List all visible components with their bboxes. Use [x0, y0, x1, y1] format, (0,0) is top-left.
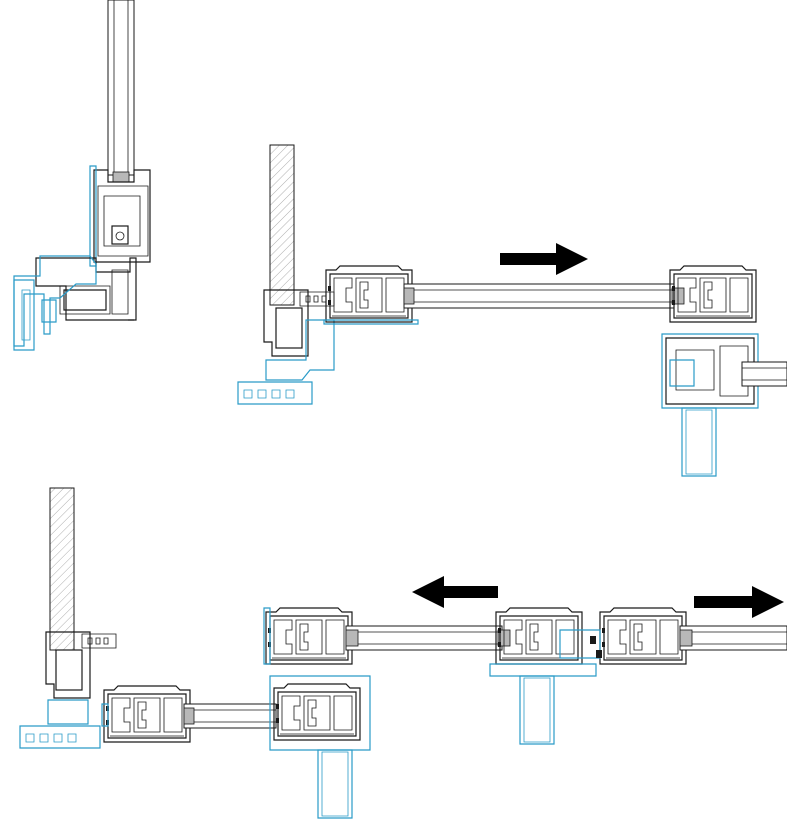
middle-frame	[269, 675, 371, 819]
single-slide-section	[237, 144, 787, 477]
slide-arrow-right	[500, 243, 588, 275]
frame-profile	[35, 257, 137, 321]
slide-arrow-right	[694, 586, 784, 618]
fixed-window-section	[13, 0, 151, 351]
sliding-glass-pane-left	[345, 625, 511, 651]
jamb-frame	[19, 631, 117, 749]
sliding-sash-left	[323, 265, 419, 325]
sash-profile	[89, 165, 151, 267]
glass-pane	[107, 0, 135, 183]
interlock-frame	[661, 333, 787, 477]
jamb-frame	[237, 289, 335, 405]
interlock-seal	[489, 629, 602, 745]
seal-contour	[13, 255, 97, 351]
meeting-sash-right	[599, 607, 687, 665]
slide-arrow-left	[412, 576, 498, 608]
sliding-glass-pane-right	[679, 625, 787, 651]
wall-jamb	[269, 144, 295, 306]
fixed-glass-pane	[183, 703, 277, 729]
fixed-sash	[101, 685, 191, 743]
sliding-glass-pane	[403, 283, 685, 309]
wall-jamb	[49, 487, 75, 651]
sliding-sash-left	[263, 607, 353, 665]
double-slide-section	[19, 487, 787, 819]
